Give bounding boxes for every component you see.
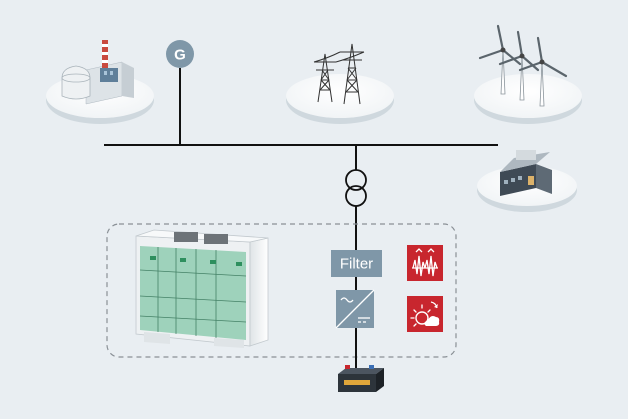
power-cabinet-icon: [135, 229, 269, 348]
inverter-icon: [335, 289, 375, 329]
wind-turbine-icon: [474, 24, 582, 124]
filter-box: Filter: [331, 250, 382, 277]
battery-icon: [338, 365, 384, 392]
transmission-tower-icon: [286, 43, 394, 124]
power-plant-icon: [46, 40, 154, 124]
generator-label: G: [174, 47, 186, 64]
solar-weather-icon: [407, 296, 443, 332]
factory-icon: [477, 150, 577, 212]
system-boundary: [106, 223, 457, 358]
harmonics-icon: [407, 245, 443, 281]
generator-icon: G: [166, 40, 194, 68]
filter-label: Filter: [340, 256, 373, 273]
transformer-icon: [345, 169, 367, 207]
